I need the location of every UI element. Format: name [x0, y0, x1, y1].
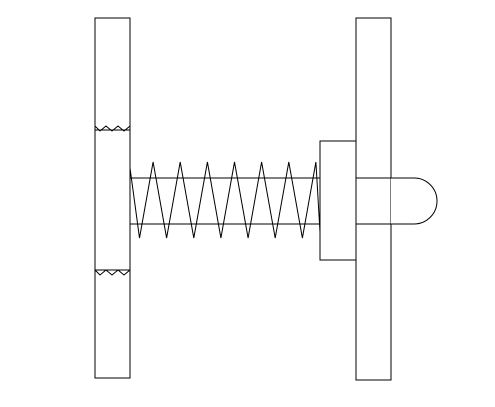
end-cap-bottom-break-mark: [94, 269, 131, 276]
sliding-collar: [319, 140, 357, 261]
right-wall: [355, 17, 392, 381]
end-cap-top-break-mark: [94, 125, 131, 132]
left-end-cap: [94, 129, 131, 271]
coil-spring: [129, 161, 321, 239]
plunger-tip: [391, 177, 438, 225]
